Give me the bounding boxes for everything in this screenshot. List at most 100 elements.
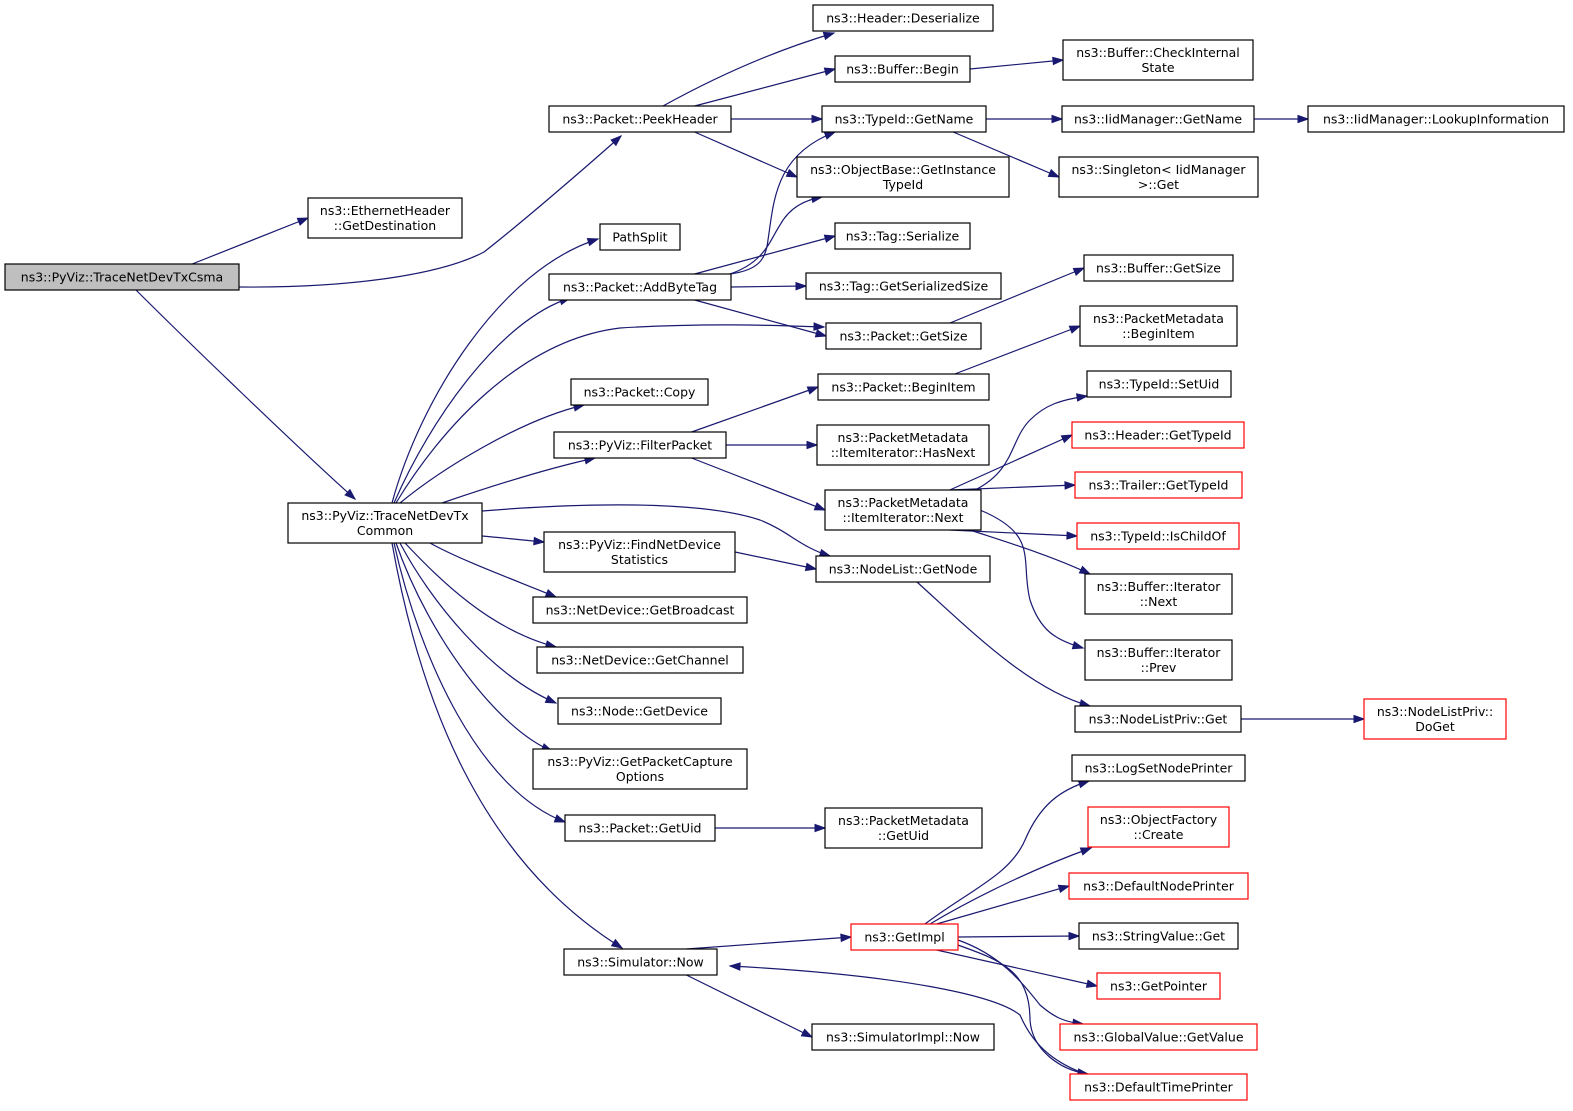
node-label-line: ns3::TypeId::GetName — [835, 112, 974, 127]
edge-arrowhead — [806, 386, 820, 395]
function-node-defTimePr[interactable]: ns3::DefaultTimePrinter — [1069, 1073, 1248, 1101]
function-node-nlGetNode[interactable]: ns3::NodeList::GetNode — [815, 555, 991, 583]
function-node-bufBegin[interactable]: ns3::Buffer::Begin — [834, 55, 971, 83]
function-node-getImpl[interactable]: ns3::GetImpl — [850, 923, 959, 951]
node-label-line: ns3::Buffer::Iterator — [1097, 645, 1222, 660]
function-node-hdrGetTid[interactable]: ns3::Header::GetTypeId — [1071, 421, 1245, 449]
node-box — [824, 807, 983, 849]
edge-arrowhead — [533, 536, 546, 546]
function-node-nlpGet[interactable]: ns3::NodeListPriv::Get — [1074, 705, 1242, 733]
call-edge-peekHeader-to-bufBegin — [694, 67, 837, 107]
edge-arrowhead — [1078, 565, 1092, 575]
call-edge-nlGetNode-to-nlpGet — [916, 581, 1092, 708]
node-label-line: ns3::PyViz::TraceNetDevTxCsma — [21, 270, 223, 285]
node-box — [564, 814, 716, 842]
function-node-ndGetChan[interactable]: ns3::NetDevice::GetChannel — [536, 646, 744, 674]
call-edge-addByteTag-to-tidGetName — [729, 131, 837, 275]
node-label-line: ns3::NodeList::GetNode — [829, 562, 978, 577]
function-node-getPtr[interactable]: ns3::GetPointer — [1096, 972, 1221, 1000]
node-box — [811, 1023, 995, 1051]
function-node-ndGetBcast[interactable]: ns3::NetDevice::GetBroadcast — [532, 596, 748, 624]
edge-arrowhead — [1075, 393, 1089, 402]
node-box — [834, 222, 971, 250]
node-label-line: ns3::DefaultTimePrinter — [1084, 1080, 1234, 1095]
function-node-tagGetSize[interactable]: ns3::Tag::GetSerializedSize — [805, 272, 1002, 300]
node-label-line: ns3::Buffer::GetSize — [1096, 261, 1221, 276]
edge-line — [924, 780, 1090, 925]
call-edge-getImpl-to-ofCreate — [929, 847, 1093, 925]
function-node-ethGetDest[interactable]: ns3::EthernetHeader::GetDestination — [307, 197, 463, 239]
edge-arrowhead — [811, 114, 824, 124]
function-node-bufGetSize[interactable]: ns3::Buffer::GetSize — [1083, 254, 1234, 282]
edge-line — [694, 68, 836, 107]
function-node-iidLookup[interactable]: ns3::IidManager::LookupInformation — [1307, 105, 1565, 133]
function-node-pktBeginItem[interactable]: ns3::Packet::BeginItem — [817, 373, 990, 401]
node-label-line: ns3::NodeListPriv:: — [1377, 704, 1493, 719]
function-node-trlGetTid[interactable]: ns3::Trailer::GetTypeId — [1074, 471, 1243, 499]
function-node-tidIsChild[interactable]: ns3::TypeId::IsChildOf — [1076, 522, 1240, 550]
call-edge-txCommon-to-pathSplit — [391, 238, 600, 504]
edge-arrowhead — [814, 329, 828, 338]
function-node-nodeGetDev[interactable]: ns3::Node::GetDevice — [557, 697, 722, 725]
function-node-addByteTag[interactable]: ns3::Packet::AddByteTag — [548, 273, 732, 301]
node-label-line: ns3::Buffer::CheckInternal — [1076, 45, 1240, 60]
node-label-line: ns3::NetDevice::GetBroadcast — [546, 603, 735, 618]
node-label-line: ns3::GetImpl — [864, 930, 944, 945]
function-node-tidGetName[interactable]: ns3::TypeId::GetName — [821, 105, 987, 133]
function-node-iidGetName[interactable]: ns3::IidManager::GetName — [1061, 105, 1255, 133]
node-box — [805, 272, 1002, 300]
function-node-gvGetValue[interactable]: ns3::GlobalValue::GetValue — [1059, 1023, 1258, 1051]
function-node-pathSplit[interactable]: PathSplit — [599, 223, 681, 251]
function-node-simNow[interactable]: ns3::Simulator::Now — [563, 948, 718, 976]
function-node-tidSetUid[interactable]: ns3::TypeId::SetUid — [1086, 370, 1232, 398]
function-node-pktGetUid[interactable]: ns3::Packet::GetUid — [564, 814, 716, 842]
node-label-line: ns3::PacketMetadata — [838, 495, 969, 510]
function-node-simImplNow[interactable]: ns3::SimulatorImpl::Now — [811, 1023, 995, 1051]
node-label-line: PathSplit — [612, 230, 667, 245]
call-edge-getImpl-to-strValGet — [957, 931, 1081, 941]
function-node-bufItPrev[interactable]: ns3::Buffer::Iterator::Prev — [1084, 639, 1233, 681]
call-edge-root-to-ethGetDest — [191, 217, 310, 265]
function-node-filterPacket[interactable]: ns3::PyViz::FilterPacket — [553, 431, 727, 459]
function-node-bufItNext[interactable]: ns3::Buffer::Iterator::Next — [1084, 573, 1233, 615]
function-node-root[interactable]: ns3::PyViz::TraceNetDevTxCsma — [4, 263, 240, 291]
edge-line — [936, 885, 1070, 925]
function-node-strValGet[interactable]: ns3::StringValue::Get — [1078, 922, 1239, 950]
function-node-itNext[interactable]: ns3::PacketMetadata::ItemIterator::Next — [824, 489, 982, 531]
function-node-pmGetUid[interactable]: ns3::PacketMetadata::GetUid — [824, 807, 983, 849]
function-node-logSetNP[interactable]: ns3::LogSetNodePrinter — [1071, 754, 1246, 782]
node-label-line: ns3::IidManager::LookupInformation — [1323, 112, 1549, 127]
edge-line — [399, 404, 585, 504]
function-node-hdrDeser[interactable]: ns3::Header::Deserialize — [812, 4, 994, 32]
node-label-line: ns3::Tag::GetSerializedSize — [819, 279, 989, 294]
node-label-line: ns3::Header::GetTypeId — [1084, 428, 1231, 443]
edge-line — [954, 325, 1081, 375]
edge-line — [391, 542, 623, 949]
call-edge-nlpGet-to-nlpDoGet — [1241, 714, 1366, 724]
edge-arrowhead — [553, 814, 567, 823]
function-node-pmBeginItem[interactable]: ns3::PacketMetadata::BeginItem — [1079, 305, 1238, 347]
edge-arrowhead — [296, 217, 310, 226]
edge-arrowhead — [785, 168, 799, 178]
edge-arrowhead — [823, 234, 837, 243]
function-node-itHasNext[interactable]: ns3::PacketMetadata::ItemIterator::HasNe… — [816, 424, 990, 466]
edge-line — [969, 59, 1064, 70]
function-node-tagSer[interactable]: ns3::Tag::Serialize — [834, 222, 971, 250]
node-box — [1059, 1023, 1258, 1051]
function-node-pktGetSize[interactable]: ns3::Packet::GetSize — [825, 322, 982, 350]
edge-line — [691, 457, 826, 511]
function-node-singletonGet[interactable]: ns3::Singleton< IidManager >::Get — [1058, 156, 1259, 198]
call-edge-txCommon-to-getCapOpts — [395, 542, 554, 752]
edge-arrowhead — [840, 933, 853, 943]
function-node-defNodePr[interactable]: ns3::DefaultNodePrinter — [1068, 872, 1249, 900]
function-node-peekHeader[interactable]: ns3::Packet::PeekHeader — [548, 105, 732, 133]
function-node-pktCopy[interactable]: ns3::Packet::Copy — [570, 378, 709, 406]
function-node-nlpDoGet[interactable]: ns3::NodeListPriv::DoGet — [1363, 698, 1507, 740]
call-edge-txCommon-to-addByteTag — [393, 297, 572, 504]
function-node-ofCreate[interactable]: ns3::ObjectFactory::Create — [1087, 806, 1230, 848]
